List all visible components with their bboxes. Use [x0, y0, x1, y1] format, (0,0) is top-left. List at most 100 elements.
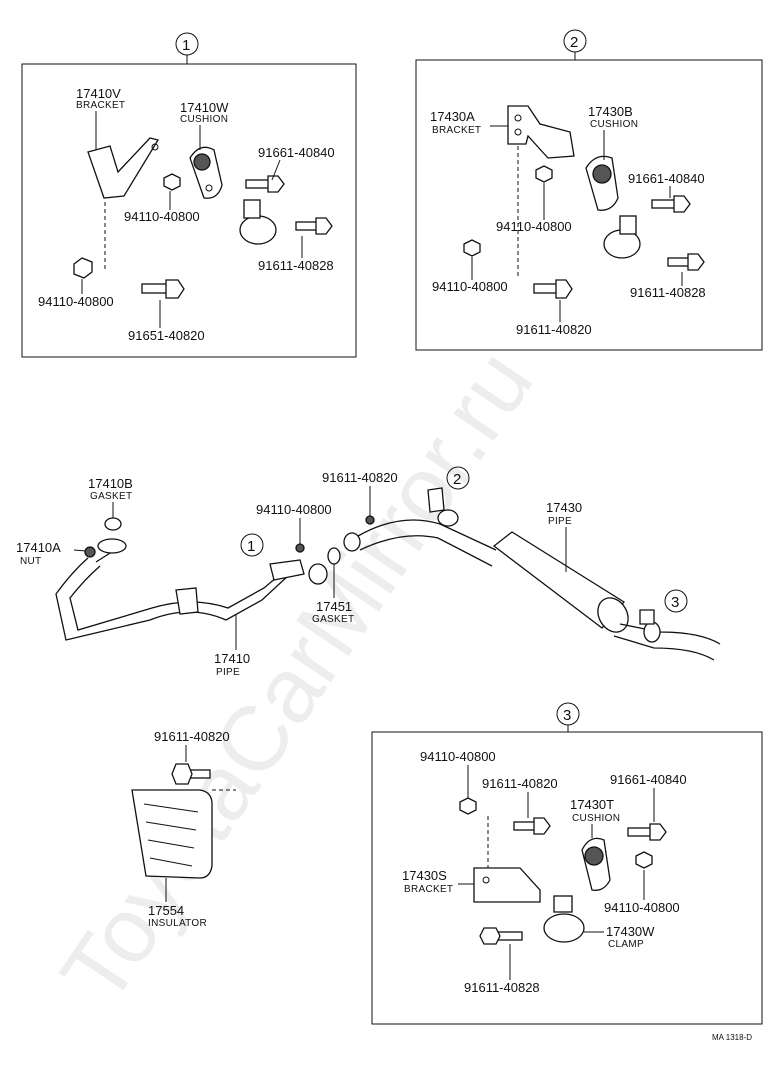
cushion-label: CUSHION: [590, 119, 638, 130]
nut-a-part-number: 94110-40800: [420, 749, 496, 764]
leader: [271, 159, 281, 181]
bolt-91611-shank: [667, 257, 691, 267]
callout-circle-3: [664, 589, 688, 613]
muffler: [492, 531, 625, 629]
gasket-mid-label: GASKET: [312, 614, 354, 625]
bolt-c-part-number: 91611-40820: [516, 322, 592, 337]
tail-pipe-clamp: [643, 621, 661, 643]
gasket-17451: [327, 547, 341, 565]
detail-box-2: 2 17430A BRACKET 17430B CUSHION 91661-40…: [415, 29, 763, 351]
callout-number-1-top: 1: [182, 37, 190, 54]
bolt-91611-head: [687, 253, 705, 271]
bracket-label: BRACKET: [432, 125, 481, 136]
clamp-17430w: [543, 913, 585, 943]
bolt-91611-main: [365, 515, 375, 525]
bolt-91611-c-head: [555, 279, 573, 299]
bolt-91651-shank: [141, 283, 169, 294]
bolt-c-part-number: 91651-40820: [128, 328, 205, 343]
gasket-top-part-number: 17410B: [88, 476, 133, 491]
bolt-91661-shank: [245, 179, 271, 189]
gasket-mid-part-number: 17451: [316, 599, 352, 614]
bolt-mid-part-number: 91611-40820: [322, 470, 398, 485]
rear-pipe-inlet-flange: [343, 532, 361, 552]
tail-pipe-upper-edge: [619, 623, 721, 645]
bolt-a-part-number: 91611-40820: [482, 776, 558, 791]
detail-box-1: 1 17410V BRACKET 17410W CUSHION 9: [21, 32, 357, 358]
insulator-label: INSULATOR: [148, 918, 207, 929]
insulator-rib: [145, 821, 197, 831]
nut-mid-part-number: 94110-40800: [256, 502, 332, 517]
bracket-label: BRACKET: [76, 100, 125, 111]
clamp-tab: [619, 215, 637, 235]
bracket-hole: [151, 143, 159, 151]
cushion-part-number: 17410W: [180, 100, 229, 115]
nut-94110-main: [295, 543, 305, 553]
cushion-label: CUSHION: [180, 114, 228, 125]
nut-94110-b: [73, 257, 93, 279]
nut-part-number: 17410A: [16, 540, 61, 555]
bolt-91661-head: [267, 175, 285, 193]
bolt-a-part-number: 91661-40840: [258, 145, 335, 160]
nut-b-part-number: 94110-40800: [432, 279, 508, 294]
rear-pipe-upper-edge: [357, 519, 497, 551]
bolt-91661-head: [649, 823, 667, 841]
bolt-91611-shank: [295, 221, 319, 231]
rear-pipe-lower-edge: [359, 535, 493, 567]
bracket-hole: [514, 114, 522, 122]
callout-number-2-top: 2: [570, 34, 578, 51]
insulator-rib: [143, 803, 199, 813]
clamp-tab: [553, 895, 573, 913]
insulator-group: 91611-40820 17554 INSULATOR: [131, 729, 236, 929]
bracket-part-number: 17410V: [76, 86, 121, 101]
nut-94110-b: [635, 851, 653, 869]
bracket-17430s: [473, 867, 541, 903]
callout-number-2: 2: [453, 471, 461, 488]
box-3-frame: [371, 731, 763, 1025]
bolt-b-part-number: 91661-40840: [610, 772, 687, 787]
nut-b-part-number: 94110-40800: [38, 294, 114, 309]
rear-pipe-hanger: [427, 487, 445, 513]
clamp-label: CLAMP: [608, 939, 644, 950]
bolt-91651-head: [165, 279, 185, 299]
bolt-91661-head: [673, 195, 691, 213]
front-pipe-label: PIPE: [216, 667, 240, 678]
insulator-bolt-head: [171, 763, 193, 785]
bolt-b-part-number: 91611-40828: [630, 285, 706, 300]
cushion-label: CUSHION: [572, 813, 620, 824]
box-1-frame: [21, 63, 357, 358]
cushion-part-number: 17430B: [588, 104, 633, 119]
insulator-bolt-part-number: 91611-40820: [154, 729, 230, 744]
exhaust-assembly: 1 2 3 17410B GASKET 17410A NUT 94110-408…: [16, 466, 721, 678]
clamp: [239, 215, 277, 245]
nut-94110-a: [163, 173, 181, 191]
front-pipe-part-number: 17410: [214, 651, 250, 666]
box-2-frame: [415, 59, 763, 351]
detail-box-3: 3 94110-40800 91611-40820 91661-40840 17…: [371, 702, 763, 1025]
bracket-part-number: 17430A: [430, 109, 475, 124]
bracket-17410v: [87, 137, 160, 199]
bracket-hole: [514, 128, 522, 136]
nut-94110-a: [459, 797, 477, 815]
clamp-tab: [243, 199, 261, 219]
nut-94110-b: [463, 239, 481, 257]
front-pipe-bracket: [269, 559, 305, 581]
cushion-part-number: 17430T: [570, 797, 614, 812]
bracket-part-number: 17430S: [402, 868, 447, 883]
bolt-91611-c-shank: [497, 931, 523, 941]
cushion-rubber: [592, 164, 612, 184]
bolt-91611-head: [533, 817, 551, 835]
bolt-a-part-number: 91661-40840: [628, 171, 705, 186]
rear-pipe-label: PIPE: [548, 516, 572, 527]
insulator-17554: [131, 789, 213, 879]
exhaust-manifold-flange: [97, 538, 127, 554]
footer-code: MA 1318-D: [712, 1033, 752, 1042]
cushion-rubber: [584, 846, 604, 866]
tail-pipe-lower-edge: [613, 635, 715, 661]
bolt-91611-shank: [513, 821, 537, 831]
bolt-b-part-number: 91611-40828: [258, 258, 334, 273]
callout-number-3: 3: [671, 594, 679, 611]
cushion-hole: [205, 184, 213, 192]
clamp-part-number: 17430W: [606, 924, 655, 939]
bolt-91661-shank: [627, 827, 653, 837]
